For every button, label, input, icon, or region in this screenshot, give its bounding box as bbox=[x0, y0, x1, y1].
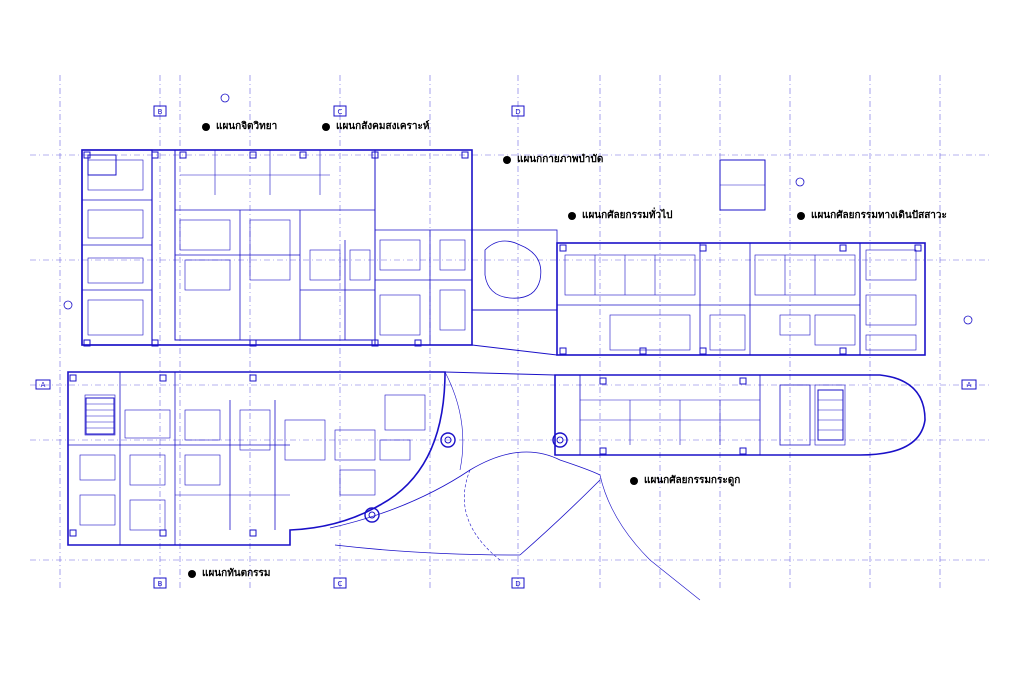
bullet-icon bbox=[503, 155, 511, 164]
bullet-icon bbox=[797, 211, 805, 220]
bullet-icon bbox=[202, 122, 210, 131]
elevation-markers bbox=[63, 93, 973, 325]
dept-name: แผนกศัลยกรรมทางเดินปัสสาวะ bbox=[811, 210, 947, 221]
walls bbox=[67, 149, 926, 601]
dept-label-social-work: แผนกสังคมสงเคราะห์ bbox=[322, 119, 430, 134]
dept-name: แผนกสังคมสงเคราะห์ bbox=[336, 121, 430, 132]
bullet-icon bbox=[322, 122, 330, 131]
bullet-icon bbox=[188, 569, 196, 578]
dept-label-dentistry: แผนกทันตกรรม bbox=[188, 566, 271, 581]
axis-tag-bottom-3: D bbox=[515, 580, 520, 588]
bullet-icon bbox=[630, 476, 638, 485]
dept-name: แผนกศัลยกรรมกระดูก bbox=[644, 475, 741, 486]
bullet-icon bbox=[568, 211, 576, 220]
dept-name: แผนกจิตวิทยา bbox=[216, 121, 278, 132]
axis-tag-bottom-1: B bbox=[158, 580, 163, 588]
grid-axis-labels: B C D B C D A A bbox=[41, 108, 972, 588]
dept-name: แผนกกายภาพบำบัด bbox=[517, 154, 604, 165]
dept-label-general-surgery: แผนกศัลยกรรมทั่วไป bbox=[568, 208, 673, 223]
axis-tag-top-1: B bbox=[158, 108, 163, 116]
dept-label-urology: แผนกศัลยกรรมทางเดินปัสสาวะ bbox=[797, 208, 947, 223]
structural-columns bbox=[69, 151, 922, 537]
axis-tag-right: A bbox=[967, 381, 972, 389]
axis-tag-top-2: C bbox=[338, 108, 343, 116]
axis-tag-left: A bbox=[41, 381, 46, 389]
dept-label-psychiatry: แผนกจิตวิทยา bbox=[202, 119, 277, 134]
grid-axis-tags bbox=[35, 105, 977, 589]
axis-tag-top-3: D bbox=[515, 108, 520, 116]
dept-name: แผนกศัลยกรรมทั่วไป bbox=[582, 210, 673, 221]
dept-label-orthopedics: แผนกศัลยกรรมกระดูก bbox=[630, 473, 740, 488]
dept-label-physical-therapy: แผนกกายภาพบำบัด bbox=[503, 152, 603, 167]
axis-tag-bottom-2: C bbox=[338, 580, 343, 588]
dept-name: แผนกทันตกรรม bbox=[202, 568, 271, 579]
